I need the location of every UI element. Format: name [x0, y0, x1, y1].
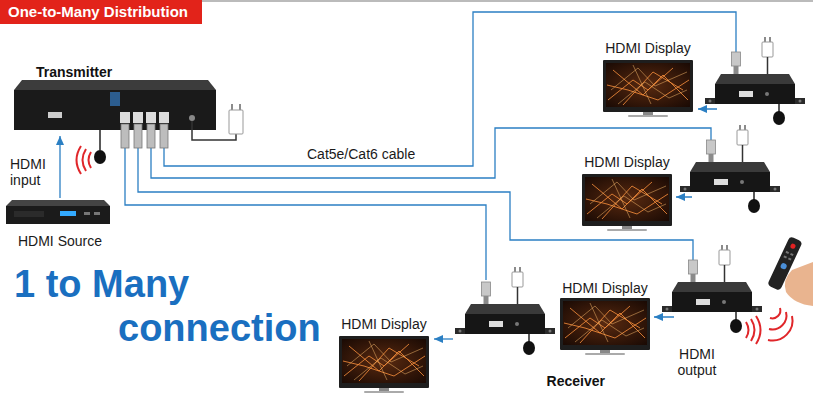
device-label: HDMI Display — [341, 316, 427, 333]
device-heading: Transmitter — [36, 64, 112, 81]
hdmi-display: HDMI Display — [556, 280, 654, 358]
cable-connector — [138, 136, 693, 317]
hdmi-display: HDMI Display — [598, 40, 698, 120]
device-label: HDMI Display — [562, 280, 648, 297]
hdmi-source-device: HDMI Source — [4, 198, 116, 250]
signal-label: HDMI output — [670, 346, 724, 378]
receiver-illustration — [455, 267, 555, 355]
transmitter-illustration — [14, 80, 243, 174]
display-illustration — [560, 298, 650, 355]
receiver-illustration — [705, 37, 805, 125]
headline: 1 to Many connection — [14, 262, 354, 350]
device-label: HDMI Source — [18, 233, 102, 250]
remote-control — [767, 236, 813, 341]
hdmi-display: HDMI Display — [578, 154, 676, 236]
display-illustration — [603, 60, 693, 117]
title-banner: One-to-Many Distribution — [0, 0, 202, 24]
ir-waves — [746, 316, 761, 344]
cable-connector — [59, 136, 60, 198]
device-heading: Receiver — [547, 373, 605, 390]
receiver-illustration — [662, 245, 762, 333]
device-label: HDMI Display — [605, 40, 691, 57]
display-illustration — [582, 174, 672, 231]
receiver-illustration — [680, 125, 780, 213]
display-illustration — [339, 336, 429, 393]
signal-label: HDMI input — [10, 156, 60, 188]
cable-connector — [434, 338, 453, 339]
transmitter-device: Transmitter — [12, 64, 222, 136]
device-label: HDMI Display — [584, 154, 670, 171]
hdmi-display: HDMI Display — [334, 316, 434, 396]
cable-connector — [125, 136, 486, 280]
receiver-device: Receiver — [453, 280, 605, 390]
hdmi-source-illustration — [6, 200, 110, 224]
cable-connector — [164, 12, 736, 166]
cable-label: Cat5e/Cat6 cable — [305, 146, 417, 162]
